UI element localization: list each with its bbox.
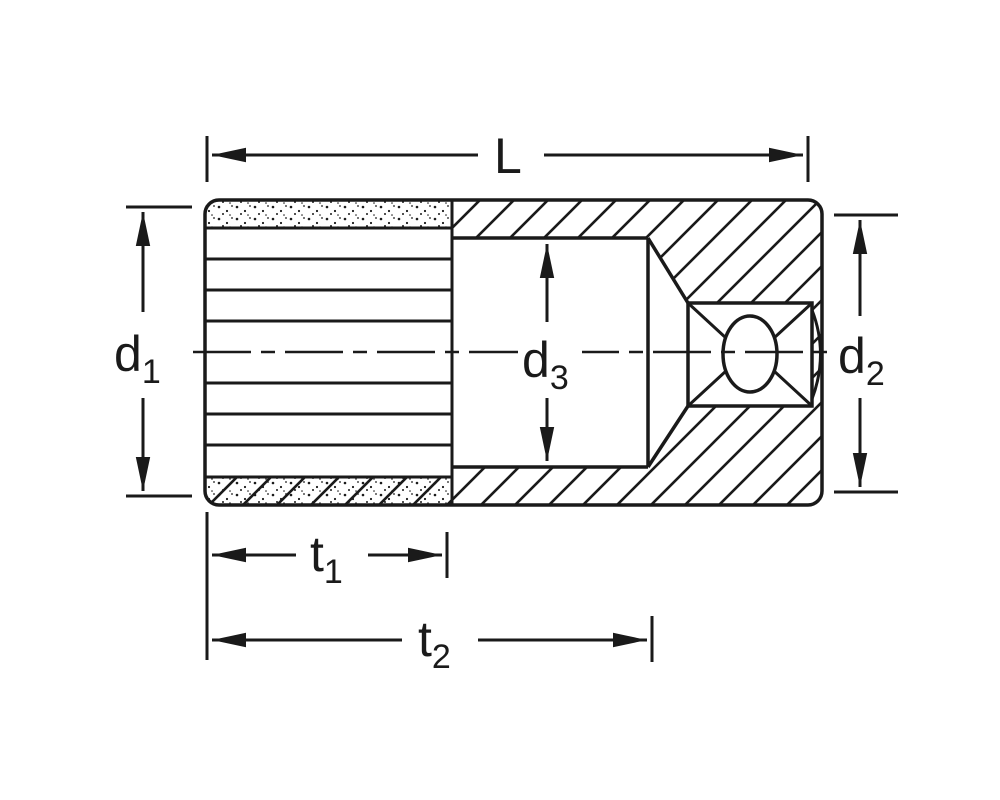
dim-label-d1: d1 [114, 326, 161, 391]
dimension-t2: t2 [212, 611, 654, 676]
taper-lines [646, 237, 690, 468]
dimension-d1: d1 [114, 205, 192, 498]
dimension-d2: d2 [834, 213, 898, 494]
knurled-band-bottom-speckle [206, 477, 452, 504]
bore-outline [452, 236, 650, 469]
ball-hole-ellipse [721, 314, 779, 394]
dimension-t1: t1 [205, 512, 449, 660]
square-drive-hole [686, 301, 822, 408]
dim-label-d3-backing [518, 332, 582, 386]
dimension-L: L [205, 128, 810, 184]
dim-label-d3: d3 [522, 332, 569, 397]
dim-label-t1: t1 [310, 526, 343, 591]
hatch-region-bottom [452, 356, 822, 505]
knurled-band-top [206, 201, 452, 228]
dim-label-l: L [494, 128, 522, 184]
dimension-d3: d3 [518, 244, 582, 461]
spline-lines [206, 226, 452, 479]
dim-label-t2: t2 [418, 611, 451, 676]
dim-label-d2: d2 [838, 328, 885, 393]
square-corner-chamfers [686, 301, 814, 408]
socket-body [193, 198, 833, 507]
